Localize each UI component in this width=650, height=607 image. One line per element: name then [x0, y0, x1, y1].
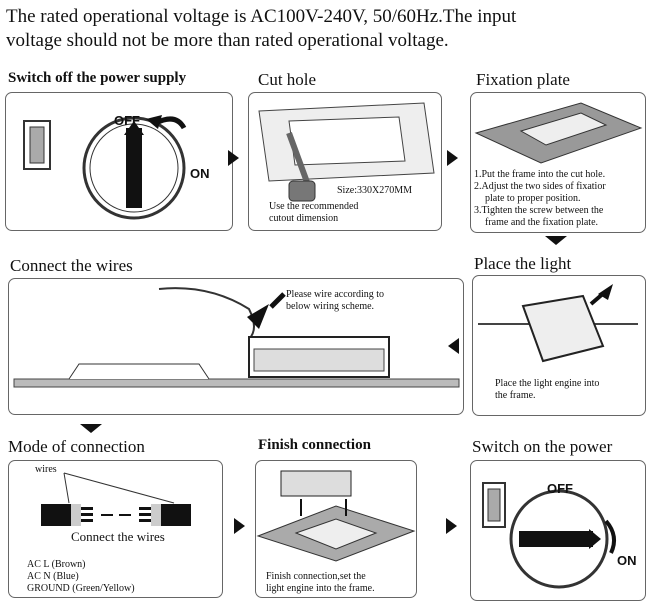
step-switch-off-title: Switch off the power supply [8, 70, 187, 86]
on-label: ON [617, 553, 637, 568]
wire-neutral-blue: AC N (Blue) [27, 571, 79, 582]
switch-on-illustration [482, 482, 617, 589]
step-fixation-title: Fixation plate [476, 70, 570, 89]
place-note-1: Place the light engine into [495, 378, 600, 389]
switch-off-illustration [23, 115, 187, 220]
step-finish-title: Finish connection [258, 437, 371, 453]
fixation-step-3-cont: frame and the fixation plate. [485, 217, 599, 228]
cutout-size: Size:330X270MM [337, 185, 412, 196]
fixation-step-1: 1.Put the frame into the cut hole. [474, 169, 606, 180]
wiring-note-2: below wiring scheme. [286, 301, 375, 312]
finish-note-1: Finish connection,set the [266, 571, 366, 582]
step-fixation-panel: 1.Put the frame into the cut hole. 2.Adj… [470, 92, 646, 233]
arrow-right-icon [447, 150, 458, 166]
wire-ground-green-yellow: GROUND (Green/Yellow) [27, 583, 135, 594]
voltage-note-line2: voltage should not be more than rated op… [6, 30, 449, 51]
step-mode-panel: wires Connect the wires AC L (Brown) AC … [8, 460, 223, 598]
step-place-title: Place the light [474, 254, 572, 273]
fixation-plate-illustration [474, 102, 643, 164]
step-switch-on-title: Switch on the power [472, 437, 613, 456]
connect-wires-illustration [13, 287, 460, 388]
arrow-left-icon [448, 338, 459, 354]
step-cut-hole-title: Cut hole [258, 70, 317, 89]
fixation-step-2-cont: plate to proper position. [485, 193, 581, 204]
finish-connection-illustration [256, 470, 416, 562]
connect-wires-caption: Connect the wires [71, 529, 165, 544]
step-connect-title: Connect the wires [10, 256, 133, 275]
place-note-2: the frame. [495, 390, 536, 401]
step-connect-panel: Please wire according to below wiring sc… [8, 278, 464, 415]
cutout-note-1: Use the recommended [269, 201, 359, 212]
off-label: OFF [547, 481, 573, 496]
wires-label: wires [35, 464, 57, 475]
arrow-right-icon [446, 518, 457, 534]
on-label: ON [190, 166, 210, 181]
place-light-illustration [478, 284, 638, 363]
step-switch-on-panel: OFF ON [470, 460, 646, 601]
step-place-panel: Place the light engine into the frame. [472, 275, 646, 416]
wiring-note-1: Please wire according to [286, 289, 385, 300]
off-label: OFF [114, 113, 140, 128]
voltage-note-line1: The rated operational voltage is AC100V-… [6, 6, 517, 27]
cut-hole-illustration [258, 102, 435, 202]
wire-joint-illustration [41, 472, 191, 526]
fixation-step-3: 3.Tighten the screw between the [474, 205, 604, 216]
fixation-step-2: 2.Adjust the two sides of fixatior [474, 181, 606, 192]
arrow-down-icon [80, 424, 102, 433]
arrow-right-icon [228, 150, 239, 166]
wire-live-brown: AC L (Brown) [27, 559, 86, 570]
arrow-down-icon [545, 236, 567, 245]
step-finish-panel: Finish connection,set the light engine i… [255, 460, 417, 598]
arrow-right-icon [234, 518, 245, 534]
step-cut-hole-panel: Size:330X270MM Use the recommended cutou… [248, 92, 442, 231]
step-mode-title: Mode of connection [8, 437, 145, 456]
step-switch-off-panel: OFF ON [5, 92, 233, 231]
cutout-note-2: cutout dimension [269, 213, 339, 224]
finish-note-2: light engine into the frame. [266, 583, 375, 594]
